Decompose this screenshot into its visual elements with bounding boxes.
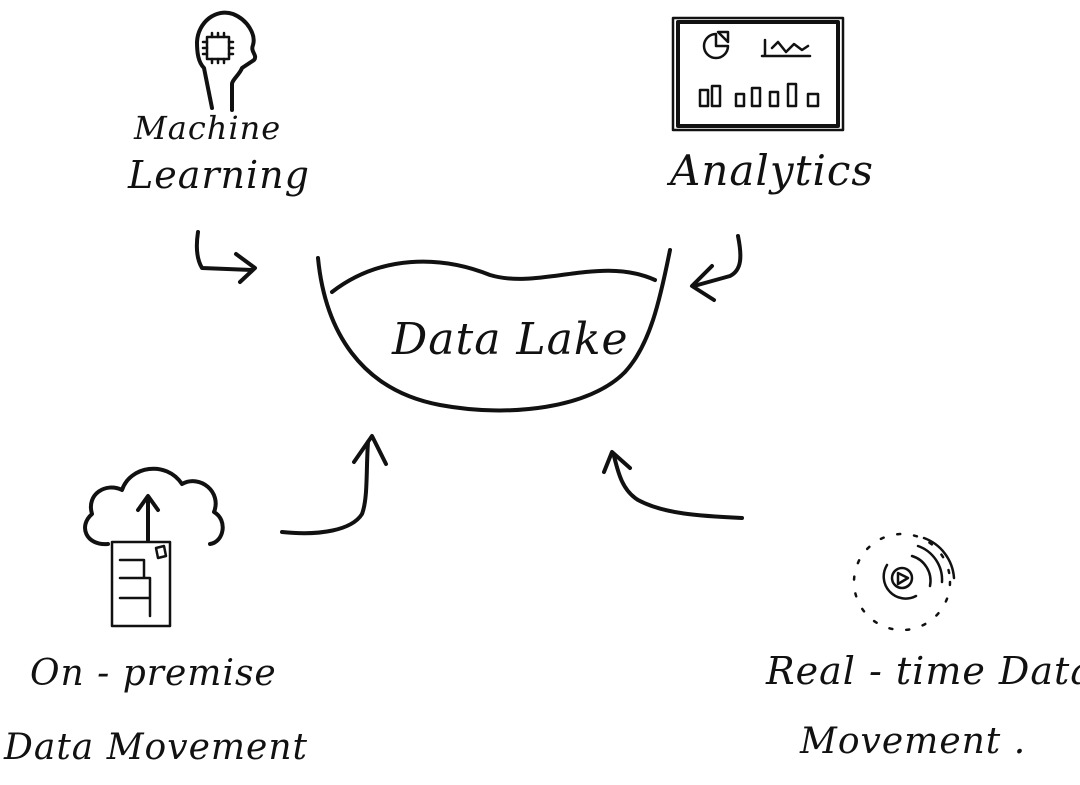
arrow-machine-learning-to-lake — [194, 230, 257, 284]
cloud-upload-server-icon — [83, 466, 225, 628]
on-premise-label-line2: Data Movement — [4, 727, 308, 768]
streaming-signal-icon — [852, 532, 956, 632]
head-with-chip-icon — [195, 10, 258, 112]
arrow-realtime-to-lake — [602, 450, 744, 520]
realtime-label-line1: Real - time Data — [766, 649, 1080, 693]
realtime-label-line2: Movement . — [800, 721, 1027, 762]
arrow-on-premise-to-lake — [280, 434, 388, 536]
on-premise-label-line1: On - premise — [30, 653, 277, 694]
arrow-analytics-to-lake — [690, 234, 743, 302]
dashboard-icon — [671, 16, 845, 132]
analytics-label: Analytics — [670, 146, 874, 195]
data-lake-label: Data Lake — [392, 314, 629, 365]
machine-learning-label-line2: Learning — [128, 153, 310, 197]
machine-learning-label-line1: Machine — [134, 109, 282, 147]
data-lake-shape — [316, 248, 672, 413]
